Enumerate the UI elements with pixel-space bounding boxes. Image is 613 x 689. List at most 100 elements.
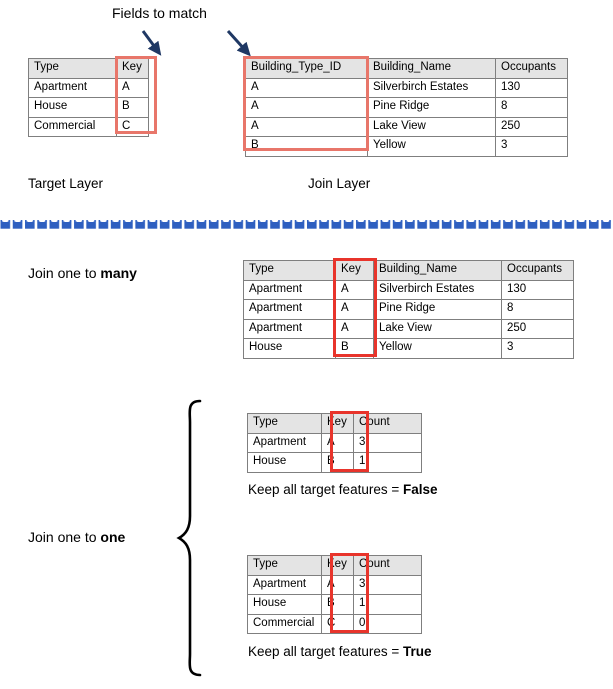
join-one-to-one-prefix: Join one to (28, 529, 101, 545)
column-header-building-name: Building_Name (373, 260, 502, 281)
cell-occupants: 250 (495, 116, 568, 137)
cell-type: Apartment (243, 299, 336, 320)
cell-occupants: 130 (495, 77, 568, 98)
column-header-type: Type (243, 260, 336, 281)
arrow-to-target-key (141, 30, 162, 56)
column-header-occupants: Occupants (501, 260, 574, 281)
keep-all-true-prefix: Keep all target features = (248, 644, 403, 659)
cell-key: C (321, 613, 354, 634)
cell-building-type-id: A (245, 97, 368, 118)
cell-key: B (321, 594, 354, 615)
cell-key: A (335, 318, 374, 339)
cell-type: House (247, 594, 322, 615)
cell-building-type-id: B (245, 136, 368, 157)
join-layer-caption: Join Layer (308, 176, 371, 191)
target-layer-table: Type Key Apartment A House B Commercial … (28, 58, 149, 137)
cell-building-type-id: A (245, 116, 368, 137)
cell-key: A (335, 299, 374, 320)
cell-building-type-id: A (245, 77, 368, 98)
cell-type: Apartment (243, 279, 336, 300)
one-to-one-true-table-wrap: Type Key Count Apartment A 3 House B 1 C… (247, 555, 422, 634)
keep-all-false-prefix: Keep all target features = (248, 482, 403, 497)
target-layer-table-wrap: Type Key Apartment A House B Commercial … (28, 58, 149, 137)
column-header-occupants: Occupants (495, 58, 568, 79)
one-to-one-true-table: Type Key Count Apartment A 3 House B 1 C… (247, 555, 422, 634)
table-row: House B 1 (247, 452, 422, 473)
cell-type: Commercial (247, 613, 322, 634)
table-row: A Lake View 250 (245, 116, 568, 137)
keep-all-false-value: False (402, 482, 438, 497)
cell-key: B (335, 338, 374, 359)
join-one-to-one-brace (176, 399, 202, 677)
column-header-type: Type (247, 413, 322, 434)
cell-occupants: 250 (501, 318, 574, 339)
cell-building-name: Pine Ridge (373, 299, 502, 320)
cell-type: Commercial (28, 116, 117, 137)
join-one-to-one-emphasis: one (100, 529, 126, 545)
column-header-count: Count (353, 555, 422, 576)
column-header-type: Type (247, 555, 322, 576)
table-header-row: Type Key (28, 58, 149, 79)
table-row: House B 1 (247, 594, 422, 615)
one-to-many-table: Type Key Building_Name Occupants Apartme… (243, 260, 574, 359)
cell-type: Apartment (247, 574, 322, 595)
table-row: Apartment A Lake View 250 (243, 318, 574, 339)
cell-occupants: 3 (495, 136, 568, 157)
column-header-key: Key (335, 260, 374, 281)
table-header-row: Type Key Count (247, 413, 422, 434)
cell-count: 3 (353, 432, 422, 453)
cell-occupants: 3 (501, 338, 574, 359)
table-row: Commercial C 0 (247, 613, 422, 634)
table-row: Commercial C (28, 116, 149, 137)
target-layer-caption: Target Layer (28, 176, 104, 191)
join-layer-table: Building_Type_ID Building_Name Occupants… (245, 58, 568, 157)
keep-all-true-caption: Keep all target features = True (248, 644, 432, 660)
join-one-to-many-prefix: Join one to (28, 265, 101, 281)
column-header-building-type-id: Building_Type_ID (245, 58, 368, 79)
one-to-one-false-table: Type Key Count Apartment A 3 House B 1 (247, 413, 422, 473)
cell-building-name: Lake View (367, 116, 496, 137)
section-divider (0, 219, 613, 231)
table-row: Apartment A (28, 77, 149, 98)
cell-building-name: Pine Ridge (367, 97, 496, 118)
table-row: Apartment A Silverbirch Estates 130 (243, 279, 574, 300)
cell-key: A (116, 77, 149, 98)
column-header-type: Type (28, 58, 117, 79)
cell-type: House (243, 338, 336, 359)
table-row: B Yellow 3 (245, 136, 568, 157)
cell-building-name: Yellow (373, 338, 502, 359)
cell-count: 1 (353, 594, 422, 615)
divider-pattern (0, 219, 613, 231)
cell-key: A (335, 279, 374, 300)
table-header-row: Type Key Building_Name Occupants (243, 260, 574, 281)
cell-key: B (321, 452, 354, 473)
cell-type: House (247, 452, 322, 473)
column-header-key: Key (116, 58, 149, 79)
cell-type: Apartment (28, 77, 117, 98)
cell-occupants: 8 (495, 97, 568, 118)
join-one-to-many-emphasis: many (100, 265, 137, 281)
cell-key: C (116, 116, 149, 137)
keep-all-true-value: True (402, 644, 432, 659)
one-to-many-table-wrap: Type Key Building_Name Occupants Apartme… (243, 260, 574, 359)
cell-building-name: Silverbirch Estates (367, 77, 496, 98)
cell-building-name: Lake View (373, 318, 502, 339)
table-row: House B Yellow 3 (243, 338, 574, 359)
cell-count: 0 (353, 613, 422, 634)
cell-type: Apartment (243, 318, 336, 339)
cell-building-name: Silverbirch Estates (373, 279, 502, 300)
table-row: Apartment A Pine Ridge 8 (243, 299, 574, 320)
column-header-key: Key (321, 413, 354, 434)
cell-count: 3 (353, 574, 422, 595)
table-row: House B (28, 97, 149, 118)
table-row: Apartment A 3 (247, 432, 422, 453)
join-layer-table-wrap: Building_Type_ID Building_Name Occupants… (245, 58, 568, 157)
cell-key: A (321, 432, 354, 453)
keep-all-false-caption: Keep all target features = False (248, 482, 438, 498)
fields-to-match-caption: Fields to match (112, 5, 207, 21)
cell-count: 1 (353, 452, 422, 473)
table-header-row: Type Key Count (247, 555, 422, 576)
table-row: Apartment A 3 (247, 574, 422, 595)
fields-to-match-arrows (141, 29, 251, 57)
column-header-count: Count (353, 413, 422, 434)
